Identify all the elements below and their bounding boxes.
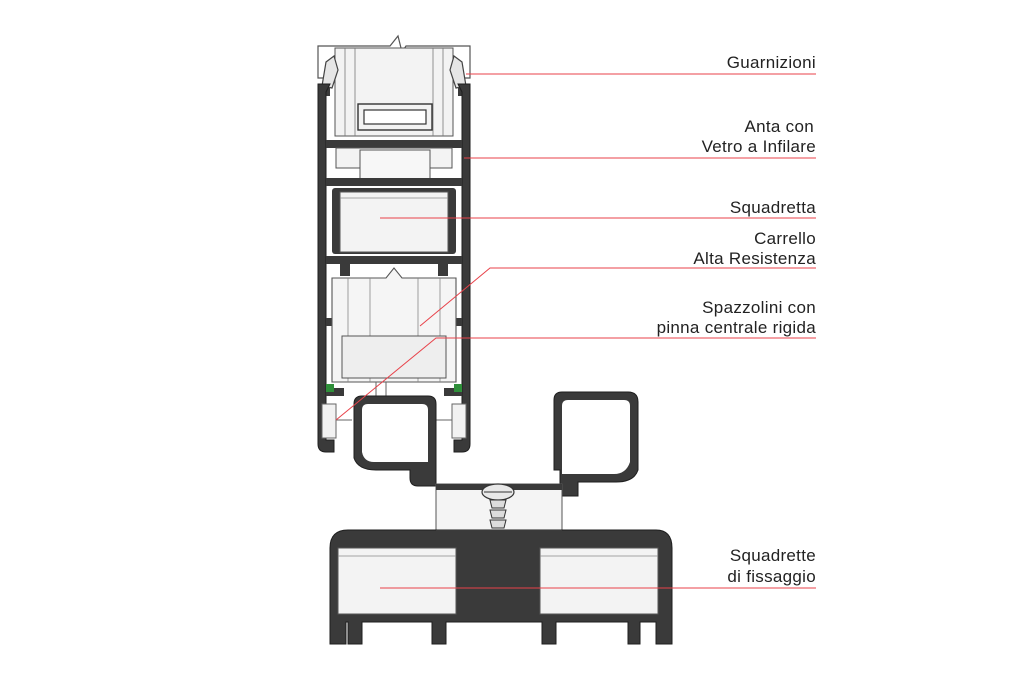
sash-profile: [317, 83, 471, 453]
base-chamber-left: [337, 547, 457, 615]
label-squadrette-line1: Squadrette: [729, 546, 816, 565]
label-spazzolini-line1: Spazzolini con: [702, 298, 816, 317]
leader-lines: [335, 73, 816, 589]
label-anta-line2: Vetro a Infilare: [701, 137, 816, 156]
label-squadretta: Squadretta: [729, 198, 816, 217]
leader-spazzolini: [335, 337, 816, 421]
track-profile: [329, 391, 673, 645]
leader-carrello: [419, 267, 816, 327]
label-carrello-line2: Alta Resistenza: [693, 249, 816, 268]
brush-seals: [321, 384, 467, 439]
label-carrello-line1: Carrello: [754, 229, 816, 248]
label-anta-line1: Anta con: [744, 117, 814, 136]
base-chamber-right: [539, 547, 659, 615]
glass-pane: [317, 34, 471, 137]
label-guarnizioni: Guarnizioni: [726, 53, 816, 72]
label-squadrette-line2: di fissaggio: [727, 567, 816, 586]
label-spazzolini-line2: pinna centrale rigida: [656, 318, 816, 337]
sash-chamber: [332, 188, 456, 254]
carriage: [331, 267, 457, 396]
